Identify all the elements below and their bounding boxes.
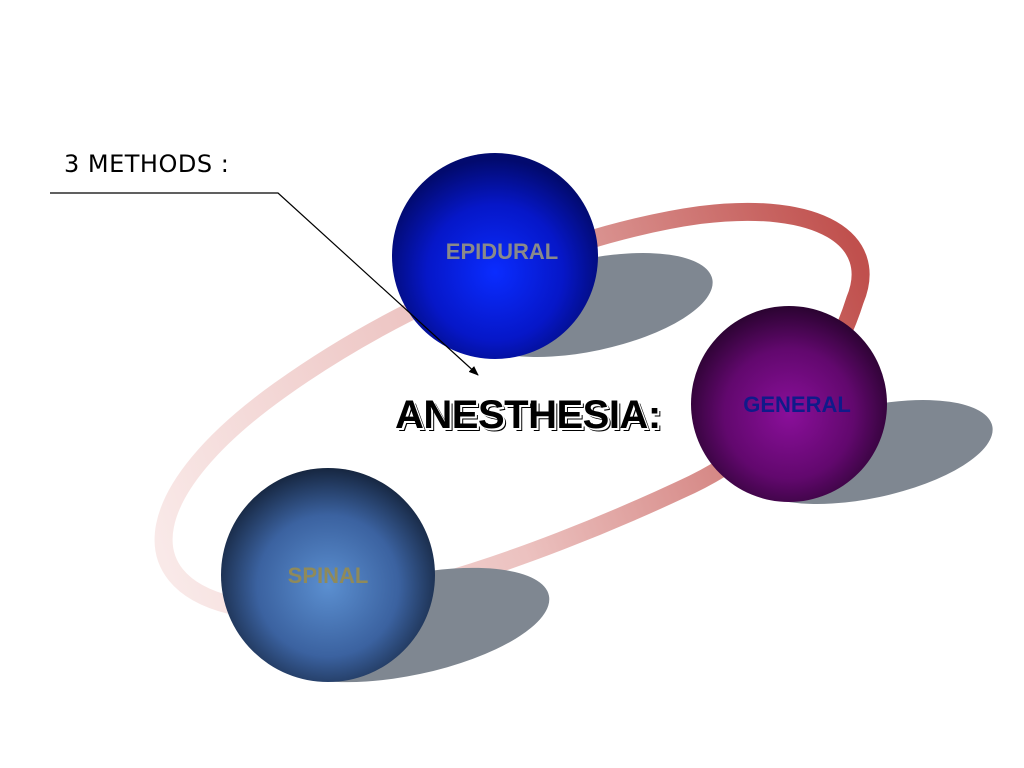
general-label: GENERAL — [743, 392, 851, 417]
epidural-label: EPIDURAL — [445, 239, 559, 264]
orbit-ring — [154, 202, 870, 620]
spinal-label: SPINAL — [287, 563, 369, 588]
diagram-title: ANESTHESIA: — [395, 393, 661, 437]
callout-label: 3 METHODS : — [64, 150, 230, 178]
spinal-sphere — [221, 468, 435, 682]
epidural-sphere — [392, 153, 598, 359]
general-sphere — [691, 306, 887, 502]
callout-leader-line — [50, 192, 479, 376]
